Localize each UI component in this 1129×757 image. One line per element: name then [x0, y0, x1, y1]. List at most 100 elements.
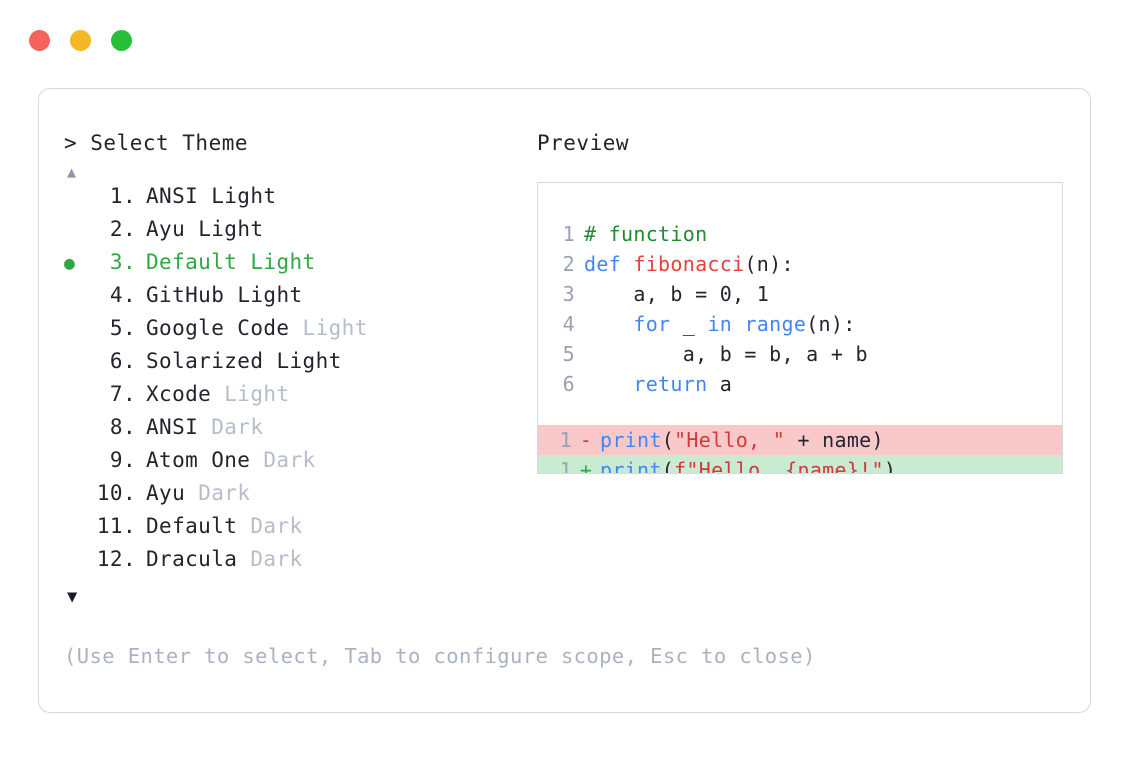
preview-label: Preview	[537, 131, 630, 155]
code-token: (	[661, 428, 675, 452]
close-window-button[interactable]	[29, 30, 50, 51]
diff-line-content: print("Hello, " + name)	[600, 425, 884, 455]
theme-item-variant: Dark	[250, 514, 303, 539]
theme-list-item[interactable]: 11. Default Dark	[64, 514, 524, 547]
theme-list-item[interactable]: 9.Atom One Dark	[64, 448, 524, 481]
code-token: # function	[584, 222, 708, 246]
theme-item-number: 1.	[109, 184, 136, 209]
line-number: 3	[562, 282, 575, 306]
keyboard-hint: (Use Enter to select, Tab to configure s…	[64, 644, 816, 668]
theme-list-item[interactable]: 12.Dracula Dark	[64, 547, 524, 580]
maximize-window-button[interactable]	[111, 30, 132, 51]
code-token: print	[600, 428, 662, 452]
code-token: 0	[719, 282, 733, 306]
minimize-window-button[interactable]	[70, 30, 91, 51]
code-line-content: a, b = 0, 1	[584, 279, 769, 309]
theme-list-item[interactable]: 2.Ayu Light	[64, 217, 524, 250]
theme-item-variant: Light	[211, 184, 277, 209]
theme-item-name: Atom One	[146, 448, 264, 473]
code-token: 1	[756, 282, 770, 306]
code-token	[732, 312, 744, 336]
code-token: def	[584, 252, 634, 276]
theme-item-number: 10.	[96, 481, 136, 506]
code-line: 4 for _ in range(n):	[538, 309, 1062, 339]
prompt-label: > Select Theme	[64, 131, 249, 155]
code-line-content: def fibonacci(n):	[584, 249, 794, 279]
code-token: print	[600, 458, 662, 474]
diff-line-content: print(f"Hello, {name}!")	[600, 455, 897, 474]
theme-list-item[interactable]: 5. Google Code Light	[64, 316, 524, 349]
theme-list-item[interactable]: 6.Solarized Light	[64, 349, 524, 382]
theme-list-item[interactable]: 10. Ayu Dark	[64, 481, 524, 514]
diff-line-number: 1	[559, 428, 572, 452]
theme-item-name: Default	[146, 514, 251, 539]
theme-item-variant: Light	[250, 250, 316, 275]
code-token: return	[633, 372, 708, 396]
code-line-content: for _ in range(n):	[584, 309, 856, 339]
theme-item-number: 2.	[109, 217, 136, 242]
code-token: (n):	[744, 252, 794, 276]
theme-list-item[interactable]: 1.ANSI Light	[64, 184, 524, 217]
code-token: range	[744, 312, 807, 336]
diff-block: 1-print("Hello, " + name)1+print(f"Hello…	[538, 425, 1062, 474]
theme-item-number: 11.	[96, 514, 136, 539]
theme-item-number: 5.	[109, 316, 136, 341]
code-line: 6 return a	[538, 369, 1062, 399]
code-line: 5 a, b = b, a + b	[538, 339, 1062, 369]
theme-item-name: Google Code	[146, 316, 303, 341]
diff-marker: +	[579, 458, 593, 474]
theme-item-name: Solarized	[146, 349, 277, 374]
theme-item-name: ANSI	[146, 415, 212, 440]
theme-item-variant: Dark	[198, 481, 251, 506]
line-number: 6	[562, 372, 575, 396]
diff-line-number: 1	[559, 458, 572, 474]
theme-item-variant: Light	[224, 382, 290, 407]
code-token: "Hello, "	[674, 428, 786, 452]
theme-list-item[interactable]: 8. ANSI Dark	[64, 415, 524, 448]
code-token: (n):	[806, 312, 856, 336]
code-line-content: # function	[584, 219, 707, 249]
theme-item-variant: Light	[276, 349, 342, 374]
code-line: 3 a, b = 0, 1	[538, 279, 1062, 309]
line-number: 1	[562, 222, 575, 246]
line-number: 5	[562, 342, 575, 366]
code-token: in	[707, 312, 733, 336]
code-token	[584, 372, 633, 396]
code-token: a	[707, 372, 733, 396]
selected-bullet-icon: ●	[64, 253, 76, 275]
theme-item-variant: Light	[237, 283, 303, 308]
diff-line-removed: 1-print("Hello, " + name)	[538, 425, 1062, 455]
theme-item-name: Default	[146, 250, 251, 275]
theme-item-variant: Dark	[263, 448, 316, 473]
code-token: a, b =	[584, 282, 720, 306]
theme-item-name: Ayu	[146, 481, 199, 506]
code-token: )	[883, 458, 897, 474]
code-token: fibonacci	[633, 252, 745, 276]
theme-item-variant: Dark	[211, 415, 264, 440]
scroll-down-icon[interactable]: ▼	[67, 587, 78, 608]
code-token: for	[633, 312, 671, 336]
theme-item-variant: Light	[302, 316, 368, 341]
code-token: f"Hello, {name}!"	[674, 458, 884, 474]
theme-item-name: Ayu	[146, 217, 199, 242]
theme-list-item[interactable]: ●3.Default Light	[64, 250, 524, 283]
theme-item-number: 4.	[109, 283, 136, 308]
code-line: 2 def fibonacci(n):	[538, 249, 1062, 279]
code-line-content: a, b = b, a + b	[584, 339, 868, 369]
line-number: 4	[562, 312, 575, 336]
theme-list-item[interactable]: 4.GitHub Light	[64, 283, 524, 316]
code-line-content: return a	[584, 369, 732, 399]
line-number: 2	[562, 252, 575, 276]
code-line: 1 # function	[538, 219, 1062, 249]
theme-list-item[interactable]: 7.Xcode Light	[64, 382, 524, 415]
scroll-up-icon[interactable]: ▲	[67, 163, 77, 182]
window-controls	[29, 30, 132, 51]
theme-item-number: 8.	[109, 415, 136, 440]
code-token: _	[670, 312, 708, 336]
diff-line-added: 1 + print(f"Hello, {name}!")	[538, 455, 1062, 474]
